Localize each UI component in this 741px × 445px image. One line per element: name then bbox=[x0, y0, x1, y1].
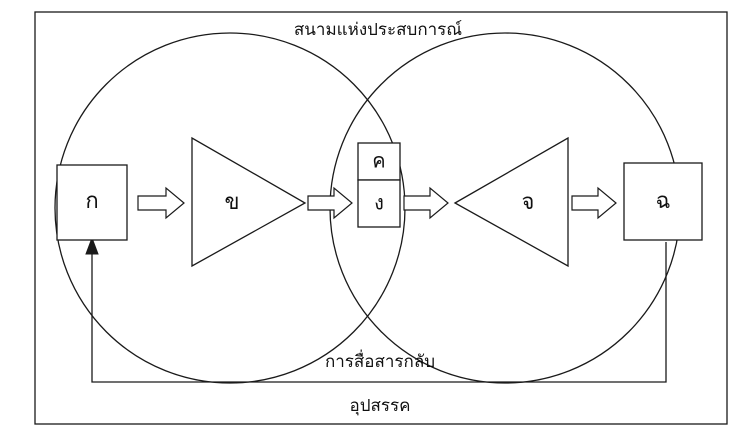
receiver-box bbox=[623, 162, 703, 241]
flow-arrow-1 bbox=[137, 186, 185, 220]
receiver-node: ฉ bbox=[623, 162, 703, 241]
decoder-triangle bbox=[453, 136, 569, 268]
flow-arrow-2 bbox=[307, 186, 353, 220]
flow-arrow-3 bbox=[403, 186, 449, 220]
encoder-triangle bbox=[191, 136, 307, 268]
message-channel-node: ค ง bbox=[357, 142, 401, 228]
decoder-node: จ bbox=[453, 136, 569, 268]
receiver-label: ฉ bbox=[656, 189, 671, 214]
field-of-experience-caption: สนามแห่งประสบการณ์ bbox=[294, 20, 462, 40]
feedback-arrowhead bbox=[85, 236, 99, 255]
channel-box bbox=[357, 179, 401, 228]
feedback-line bbox=[91, 242, 667, 383]
channel-label: ง bbox=[374, 191, 384, 215]
flow-arrow-4 bbox=[571, 186, 617, 220]
decoder-label: จ bbox=[522, 190, 535, 215]
encoder-node: ข bbox=[191, 136, 307, 268]
source-box bbox=[56, 164, 128, 241]
encoder-label: ข bbox=[224, 190, 239, 215]
source-node: ก bbox=[56, 164, 128, 241]
outer-frame bbox=[34, 11, 728, 425]
feedback-caption: การสื่อสารกลับ bbox=[325, 349, 435, 372]
obstacle-caption: อุปสรรค bbox=[349, 396, 410, 416]
source-label: ก bbox=[85, 189, 98, 214]
message-label: ค bbox=[372, 149, 385, 173]
